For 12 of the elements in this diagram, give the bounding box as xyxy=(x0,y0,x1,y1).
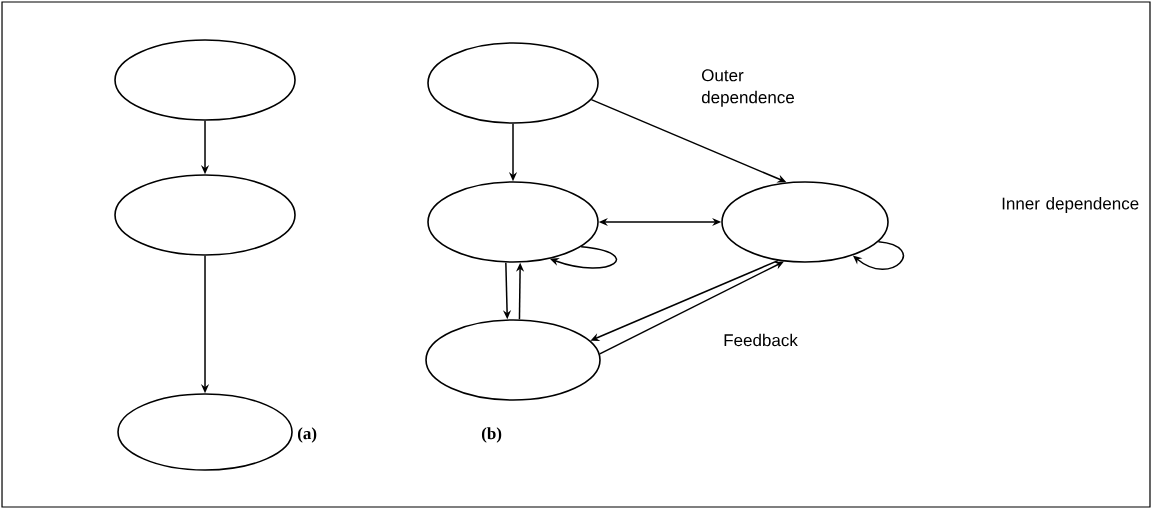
ellipse-node xyxy=(721,181,889,263)
panel-label: (b) xyxy=(481,427,502,443)
ellipse-node xyxy=(427,181,599,263)
ellipse-node xyxy=(117,393,293,471)
ellipse-node xyxy=(114,174,296,256)
ellipse-node xyxy=(425,319,601,401)
annotation-text: Inner dependence xyxy=(1002,197,1139,213)
annotation-text: Outer dependence xyxy=(701,69,794,107)
ellipse-node xyxy=(427,42,599,124)
annotation-text: Feedback xyxy=(724,333,798,347)
ellipse-node xyxy=(114,39,296,121)
arrow xyxy=(599,261,784,355)
